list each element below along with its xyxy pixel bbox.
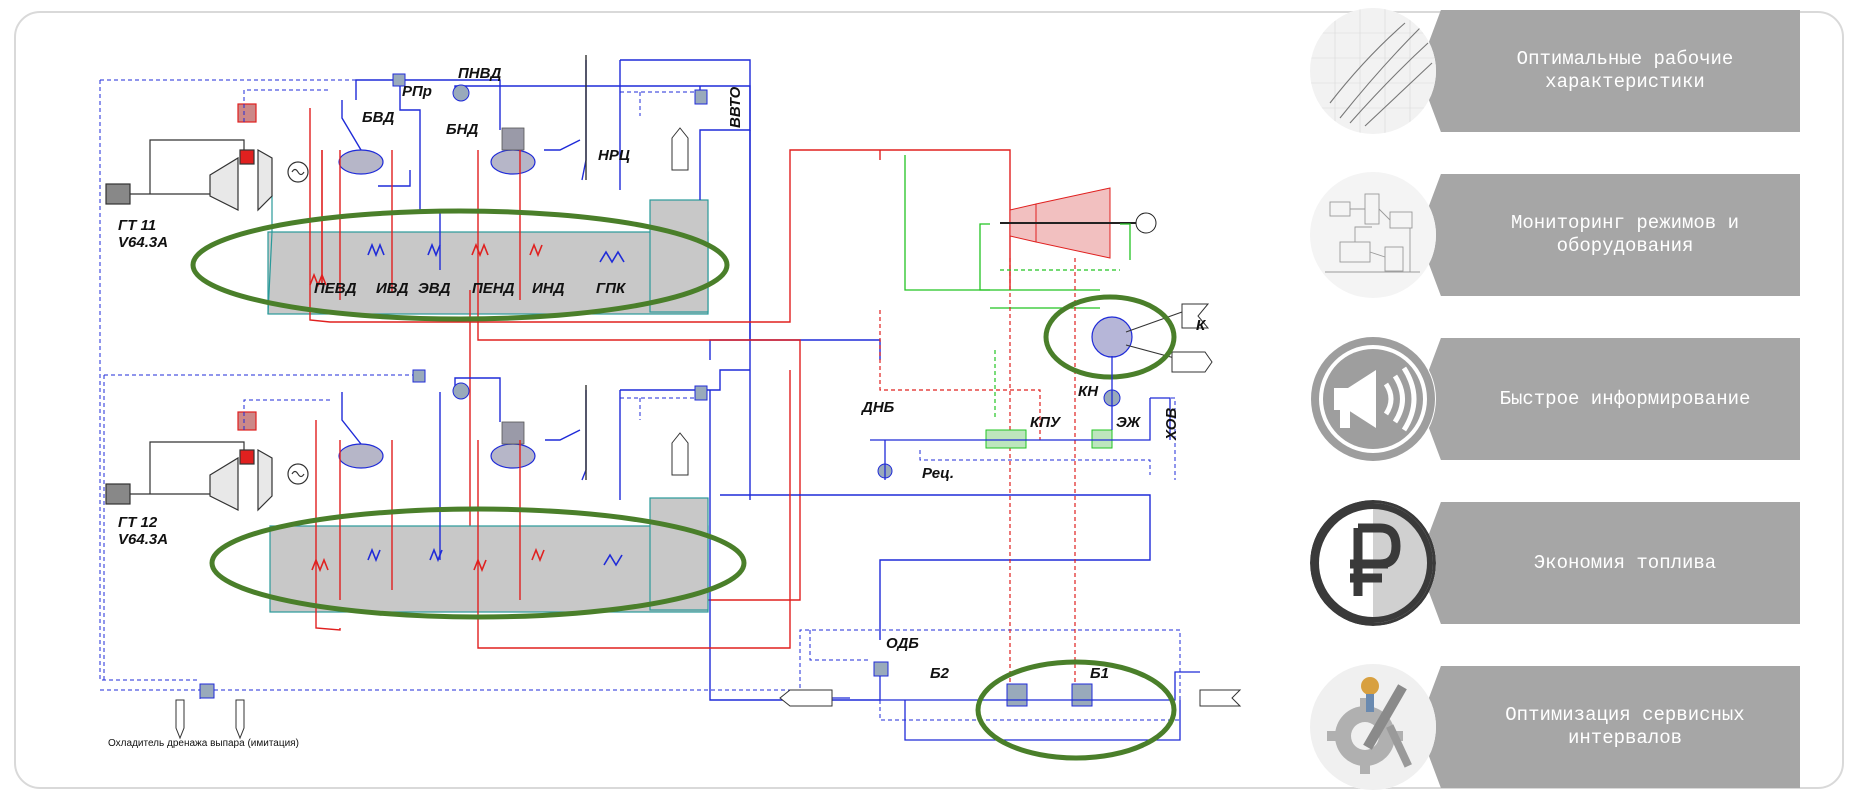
odb-outlet-arrow — [779, 689, 833, 707]
gas-turbine-2 — [105, 411, 309, 512]
gt1-model: V64.3A — [118, 234, 168, 251]
benefit-item: Оптимизация сервисных интервалов — [1310, 664, 1850, 790]
unit-1: ГТ 11 V64.3A РПр ПНВД БВД БНД НРЦ ВВТО П… — [99, 55, 1011, 681]
label-dnb: ДНБ — [860, 399, 895, 416]
b2-exchanger — [1006, 683, 1028, 707]
gt2-model: V64.3A — [118, 531, 168, 548]
control-lines-2 — [100, 374, 1181, 700]
benefit-item: Мониторинг режимов и оборудования — [1310, 172, 1850, 298]
label-k: К — [1196, 317, 1207, 334]
label-b2: Б2 — [930, 665, 950, 682]
service-tools-icon — [1310, 664, 1436, 790]
label-pend: ПЕНД — [472, 280, 515, 297]
benefit-banner — [1418, 174, 1800, 296]
benefit-label: Экономия топлива — [1533, 551, 1717, 574]
hrsg-1-body — [267, 231, 709, 315]
label-b1: Б1 — [1090, 665, 1109, 682]
right-inlet-arrow — [1199, 689, 1242, 707]
benefit-label: Оптимизация сервисных интервалов — [1505, 704, 1745, 749]
benefit-banner — [1418, 338, 1800, 460]
monitoring-scheme-icon — [1310, 172, 1436, 298]
gt1-name: ГТ 11 — [118, 217, 156, 234]
label-gpk: ГПК — [596, 280, 627, 297]
condenser — [1091, 316, 1133, 358]
label-kn: КН — [1078, 383, 1099, 400]
drum-bnd — [490, 149, 536, 175]
label-bvd: БВД — [362, 109, 394, 126]
vvto-exchanger-2 — [694, 385, 708, 401]
label-drain-cooler: Охладитель дренажа выпара (имитация) — [108, 738, 299, 749]
benefit-banner — [1418, 666, 1800, 788]
gt2-name: ГТ 12 — [118, 514, 158, 531]
rpr-valve-2 — [412, 369, 426, 383]
label-evd: ЭВД — [418, 280, 451, 297]
ruble-icon — [1310, 500, 1436, 626]
drum-bvd — [338, 149, 384, 175]
benefit-label: Мониторинг режимов и оборудования — [1510, 212, 1740, 257]
megaphone-icon — [1310, 336, 1436, 462]
control-lines-1 — [99, 79, 700, 681]
kpu-exchanger — [985, 429, 1027, 449]
label-bnd: БНД — [446, 121, 478, 138]
k-arrow — [1181, 303, 1210, 329]
deaerator-1 — [501, 127, 525, 151]
outlet-arrow — [1171, 351, 1213, 373]
highlight-hrsg-1 — [190, 208, 730, 322]
hrsg-1-inlet — [267, 195, 273, 315]
ezh-exchanger — [1091, 429, 1113, 449]
benefit-item: Быстрое информирование — [1310, 336, 1850, 462]
label-rpr: РПр — [402, 83, 432, 100]
odb-exchanger — [873, 661, 889, 677]
benefit-item: Оптимальные рабочие характеристики — [1310, 8, 1850, 134]
highlight-condenser — [1043, 294, 1177, 380]
vent-2 — [671, 432, 689, 476]
benefit-label: Оптимальные рабочие характеристики — [1516, 48, 1734, 93]
gas-turbine-1 — [105, 103, 309, 212]
deaerator-2 — [501, 421, 525, 445]
hrsg-2-body — [269, 525, 709, 613]
rpr-valve — [392, 73, 406, 87]
water-lines-2 — [341, 369, 1151, 701]
label-ivd: ИВД — [376, 280, 409, 297]
label-hov: ХОВ — [1163, 408, 1180, 441]
unit-2: ГТ 12 V64.3A — [100, 369, 1181, 701]
benefit-label: Быстрое информирование — [1499, 387, 1751, 410]
label-nrc: НРЦ — [598, 147, 630, 164]
highlight-b1-b2 — [975, 659, 1177, 761]
label-ezh: ЭЖ — [1116, 414, 1141, 431]
benefit-banner — [1418, 502, 1800, 624]
pnvd-pump — [452, 84, 470, 102]
label-rec: Рец. — [922, 465, 954, 482]
pnvd-pump-2 — [452, 382, 470, 400]
label-ind: ИНД — [532, 280, 565, 297]
steam-lines-2 — [315, 370, 791, 649]
stack-1 — [649, 199, 709, 313]
drum-bnd-2 — [490, 443, 536, 469]
benefit-banner — [1418, 10, 1800, 132]
drum-bvd-2 — [338, 443, 384, 469]
drain-cooler: Охладитель дренажа выпара (имитация) — [108, 683, 299, 749]
steam-turbine-section: ДНБ Рец. КПУ КН ЭЖ ХОВ К ОДБ Б2 Б1 — [779, 155, 1242, 761]
label-kpu: КПУ — [1030, 414, 1062, 431]
vent-1 — [671, 127, 689, 171]
label-pevd: ПЕВД — [314, 280, 357, 297]
performance-curves-icon — [1310, 8, 1436, 134]
highlight-hrsg-2 — [209, 506, 747, 620]
st-generator — [1135, 212, 1157, 234]
label-pnvd: ПНВД — [458, 65, 501, 82]
benefit-item: Экономия топлива — [1310, 500, 1850, 626]
label-vvto: ВВТО — [727, 86, 744, 128]
thermal-scheme-diagram: ГТ 11 V64.3A РПр ПНВД БВД БНД НРЦ ВВТО П… — [99, 55, 1242, 761]
hrsg-2-coils — [311, 547, 623, 573]
label-odb: ОДБ — [886, 635, 919, 652]
vvto-exchanger — [694, 89, 708, 105]
b1-exchanger — [1071, 683, 1093, 707]
